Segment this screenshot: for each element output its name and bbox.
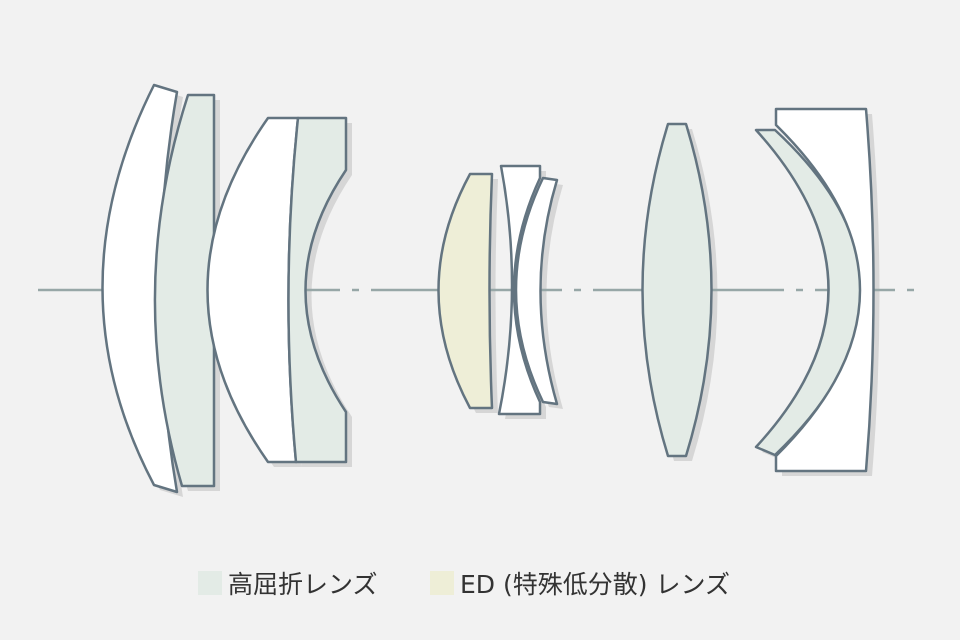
lens-element-5-ed bbox=[437, 172, 494, 410]
legend-label-ed: ED (特殊低分散) レンズ bbox=[460, 570, 730, 599]
lens-element-8-high-refractive bbox=[641, 122, 713, 458]
legend-swatch-high-refractive bbox=[198, 571, 222, 595]
legend-label-high-refractive: 高屈折レンズ bbox=[228, 570, 378, 599]
lens-element-6 bbox=[497, 164, 542, 416]
lens-element-7 bbox=[514, 176, 559, 406]
lens-element-10 bbox=[774, 107, 875, 473]
legend-swatch-ed bbox=[430, 571, 454, 595]
legend-item-high-refractive: 高屈折レンズ bbox=[198, 566, 378, 600]
lens-element-3 bbox=[206, 116, 300, 464]
lens-element-2-high-refractive bbox=[153, 93, 216, 488]
lens-element-4-high-refractive bbox=[287, 116, 348, 464]
legend-item-ed: ED (特殊低分散) レンズ bbox=[430, 566, 730, 600]
